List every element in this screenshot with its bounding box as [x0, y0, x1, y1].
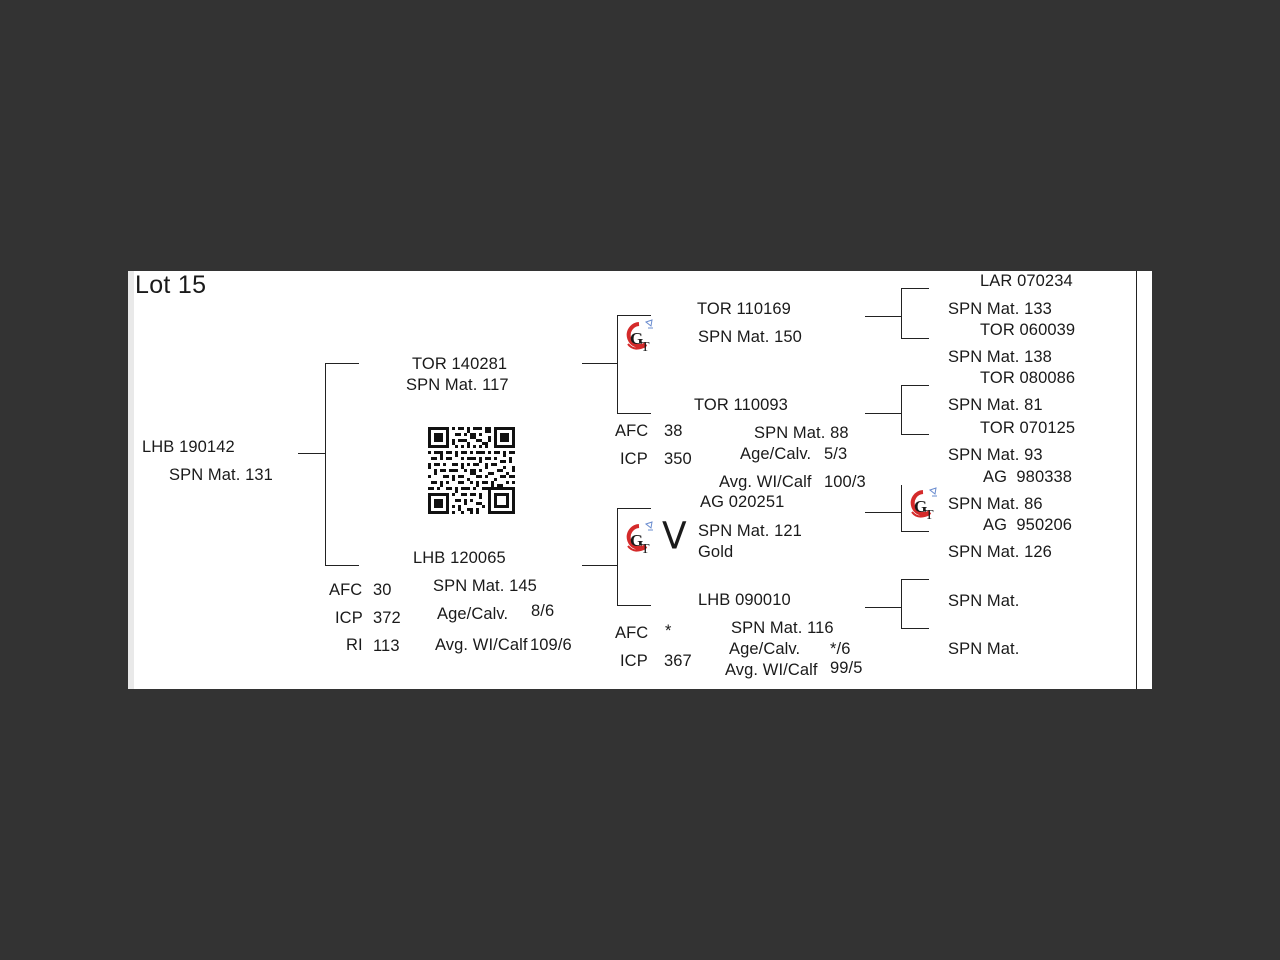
- connector-line: [865, 512, 901, 513]
- gt-logo-icon: G T: [626, 319, 653, 354]
- svg-text:T: T: [641, 542, 650, 556]
- dam-dam-age-calv-value: */6: [830, 640, 851, 658]
- svg-text:T: T: [925, 508, 934, 522]
- gen3-id: TOR 060039: [980, 321, 1076, 339]
- document-right-margin: [1137, 271, 1152, 689]
- dam-dam-age-calv-label: Age/Calv.: [729, 640, 801, 658]
- connector-line: [325, 363, 359, 364]
- connector-line: [901, 579, 929, 580]
- subject-id: LHB 190142: [142, 438, 235, 456]
- dam-icp-label: ICP: [335, 609, 363, 627]
- connector-line: [901, 288, 929, 289]
- connector-line: [901, 485, 902, 531]
- dam-dam-id: LHB 090010: [698, 591, 791, 609]
- pedigree-document: [128, 271, 1152, 689]
- svg-text:G: G: [630, 531, 643, 550]
- dam-avg-wt-value: 109/6: [530, 636, 572, 654]
- connector-line: [617, 315, 651, 316]
- connector-line: [582, 565, 617, 566]
- dam-sire-gold: Gold: [698, 543, 734, 561]
- dam-sire-id: AG 020251: [700, 493, 785, 511]
- sire-dam-afc-label: AFC: [615, 422, 649, 440]
- connector-line: [901, 385, 902, 434]
- dam-sire-spn: SPN Mat. 121: [698, 522, 802, 540]
- dam-dam-avg-wt-value: 99/5: [830, 659, 863, 677]
- gen3-spn: SPN Mat. 86: [948, 495, 1043, 513]
- sire-dam-age-calv-value: 5/3: [824, 445, 848, 463]
- dam-dam-icp-label: ICP: [620, 652, 648, 670]
- sire-dam-avg-wt-value: 100/3: [824, 473, 866, 491]
- connector-line: [617, 413, 651, 414]
- dam-id: LHB 120065: [413, 549, 506, 567]
- connector-line: [865, 413, 901, 414]
- dam-ri-label: RI: [346, 636, 363, 654]
- connector-line: [901, 628, 929, 629]
- sire-dam-icp-label: ICP: [620, 450, 648, 468]
- gen3-spn: SPN Mat. 138: [948, 348, 1052, 366]
- sire-dam-afc-value: 38: [664, 422, 683, 440]
- connector-line: [325, 565, 359, 566]
- gen3-id: TOR 080086: [980, 369, 1076, 387]
- gt-logo-icon: G T: [910, 487, 937, 522]
- sire-dam-icp-value: 350: [664, 450, 692, 468]
- subject-spn: SPN Mat. 131: [169, 466, 273, 484]
- connector-line: [298, 453, 325, 454]
- connector-line: [865, 316, 901, 317]
- gen3-id: AG 950206: [983, 516, 1073, 534]
- connector-line: [617, 508, 651, 509]
- gen3-spn: SPN Mat. 81: [948, 396, 1043, 414]
- dam-dam-spn: SPN Mat. 116: [731, 619, 834, 637]
- svg-text:G: G: [630, 329, 643, 348]
- qr-code-icon: [428, 427, 515, 514]
- dam-age-calv-label: Age/Calv.: [437, 605, 509, 623]
- connector-line: [617, 508, 618, 605]
- dam-dam-icp-value: 367: [664, 652, 692, 670]
- dam-age-calv-value: 8/6: [531, 602, 555, 620]
- connector-line: [617, 315, 618, 413]
- dam-ri-value: 113: [373, 637, 400, 655]
- dam-dam-avg-wt-label: Avg. WI/Calf: [725, 661, 818, 679]
- document-left-edge: [128, 271, 134, 689]
- dam-icp-value: 372: [373, 609, 401, 627]
- sire-dam-spn: SPN Mat. 88: [754, 424, 849, 442]
- sire-sire-spn: SPN Mat. 150: [698, 328, 802, 346]
- gen3-spn: SPN Mat. 126: [948, 543, 1052, 561]
- gen3-id: AG 980338: [983, 468, 1073, 486]
- connector-line: [901, 434, 929, 435]
- connector-line: [325, 363, 326, 565]
- connector-line: [901, 385, 929, 386]
- lot-title: Lot 15: [135, 271, 207, 299]
- sire-dam-avg-wt-label: Avg. WI/Calf: [719, 473, 812, 491]
- gen3-id: TOR 070125: [980, 419, 1076, 437]
- connector-line: [901, 579, 902, 628]
- connector-line: [617, 605, 651, 606]
- connector-line: [865, 607, 901, 608]
- sire-spn: SPN Mat. 117: [406, 376, 509, 394]
- connector-line: [901, 288, 902, 338]
- dam-dam-afc-value: *: [665, 622, 672, 640]
- sire-dam-id: TOR 110093: [694, 396, 788, 414]
- connector-line: [901, 531, 929, 532]
- v-mark: V: [662, 514, 687, 559]
- dam-afc-value: 30: [373, 581, 392, 599]
- connector-line: [582, 363, 617, 364]
- document-right-border: [1136, 271, 1137, 689]
- sire-id: TOR 140281: [412, 355, 508, 373]
- svg-text:T: T: [641, 340, 650, 354]
- dam-avg-wt-label: Avg. WI/Calf: [435, 636, 528, 654]
- sire-sire-id: TOR 110169: [697, 300, 791, 318]
- gen3-id: LAR 070234: [980, 272, 1073, 290]
- svg-text:G: G: [914, 497, 927, 516]
- dam-spn: SPN Mat. 145: [433, 577, 537, 595]
- dam-dam-afc-label: AFC: [615, 624, 649, 642]
- gen3-spn: SPN Mat.: [948, 640, 1020, 658]
- gt-logo-icon: G T: [626, 521, 653, 556]
- gen3-spn: SPN Mat.: [948, 592, 1020, 610]
- connector-line: [901, 338, 929, 339]
- gen3-spn: SPN Mat. 93: [948, 446, 1043, 464]
- sire-dam-age-calv-label: Age/Calv.: [740, 445, 812, 463]
- dam-afc-label: AFC: [329, 581, 363, 599]
- gen3-spn: SPN Mat. 133: [948, 300, 1052, 318]
